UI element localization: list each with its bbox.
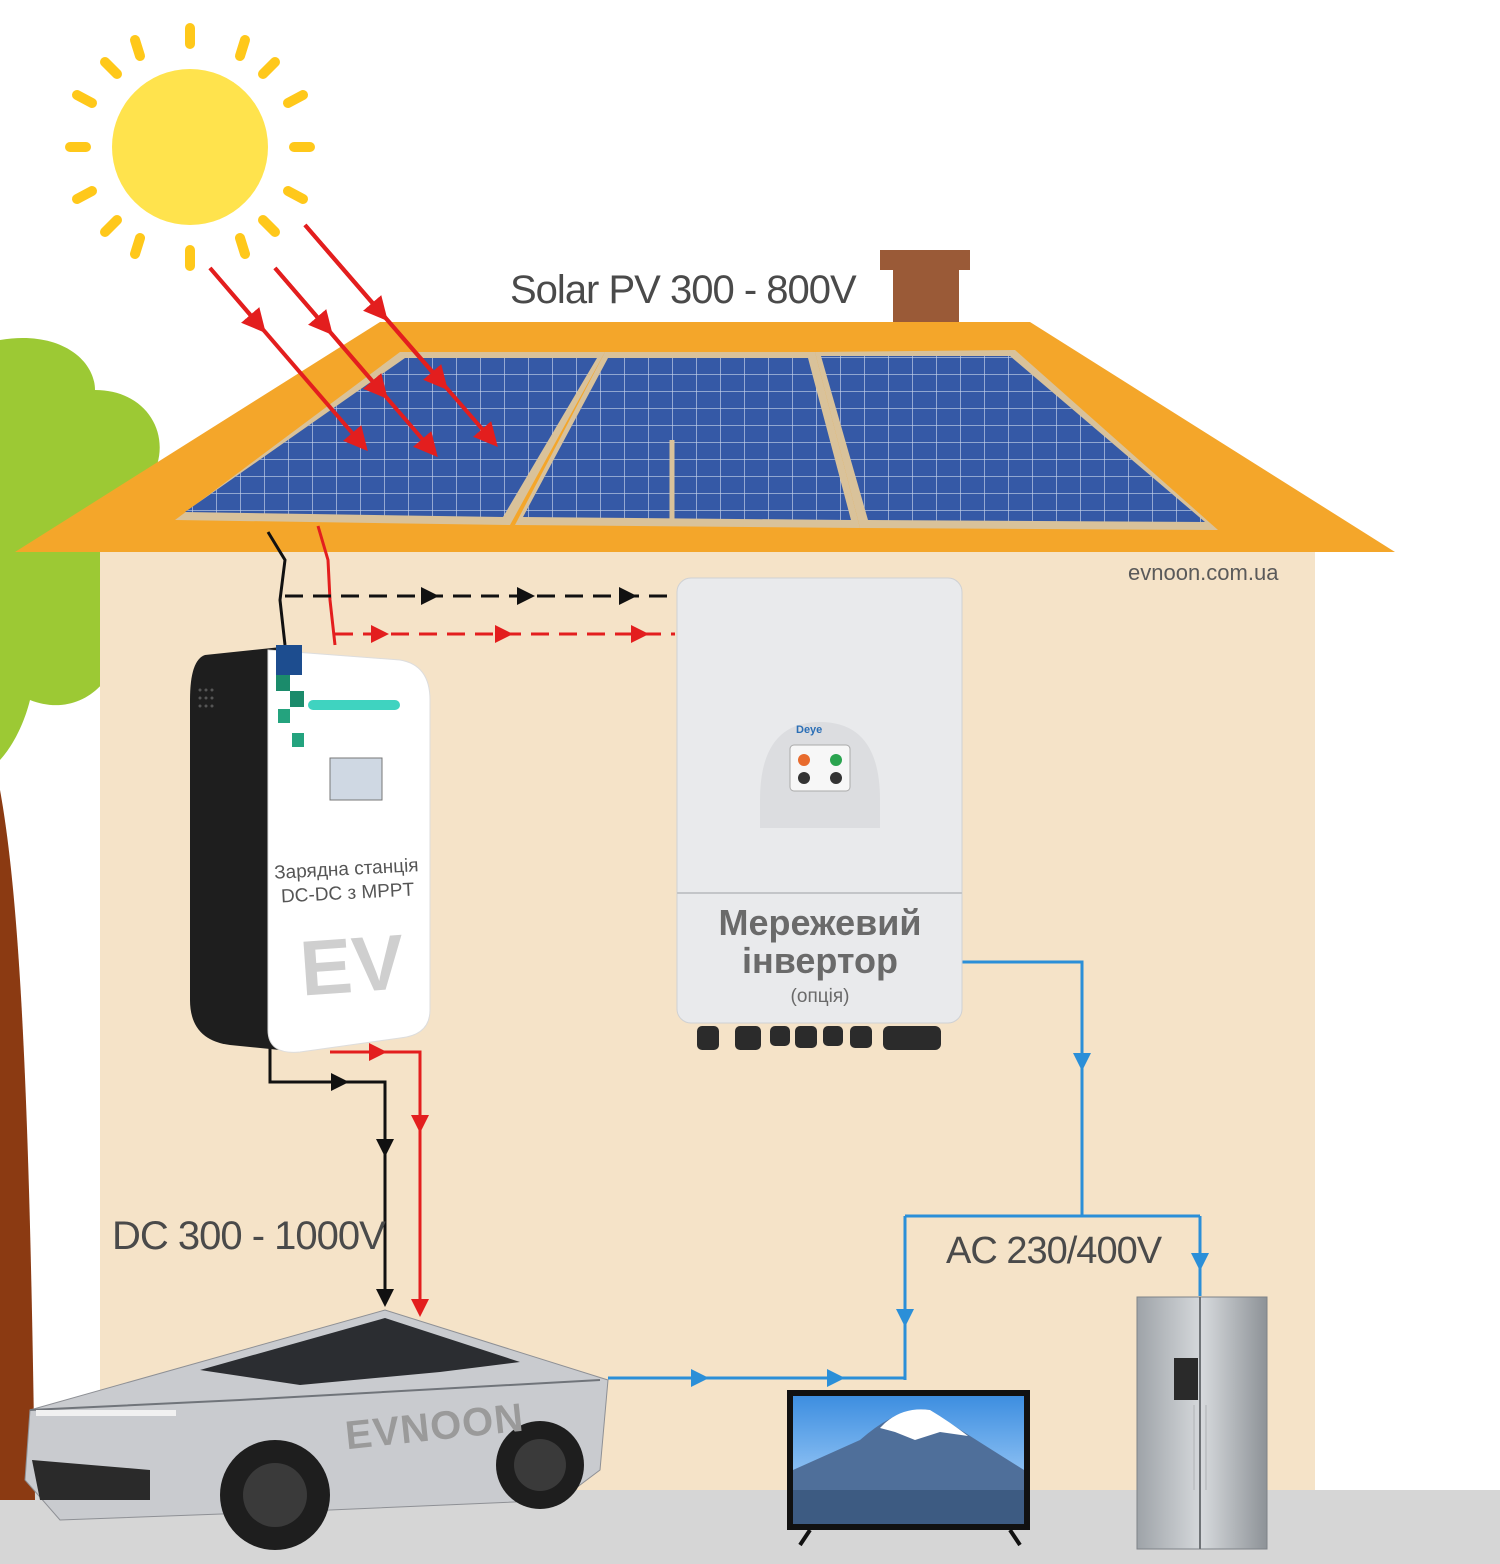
charger-dc-wiring	[268, 1043, 429, 1317]
solar-pv-voltage-label: Solar PV 300 - 800V	[510, 268, 857, 312]
inverter-label-line1: Мережевий	[718, 902, 922, 943]
ac-wiring	[608, 960, 1209, 1387]
ev-charger	[190, 645, 431, 1053]
inverter-label: Мережевий інвертор	[680, 904, 960, 980]
sun-icon	[65, 23, 315, 271]
solar-panels	[175, 350, 1218, 530]
pv-dc-wiring	[266, 525, 675, 646]
television	[787, 1390, 1030, 1547]
website-label: evnoon.com.ua	[1128, 560, 1279, 585]
sun-rays	[208, 223, 498, 458]
refrigerator	[1136, 1296, 1268, 1550]
grid-inverter	[676, 577, 963, 1050]
charger-label: Зарядна станція DC-DC з MPPT	[261, 854, 433, 911]
charger-ev-badge: EV	[297, 917, 407, 1013]
electric-car	[24, 1309, 609, 1550]
chimney	[880, 250, 970, 328]
inverter-brand-logo: Deye	[796, 724, 823, 736]
inverter-label-line2: інвертор	[741, 940, 899, 981]
dc-output-voltage-label: DC 300 - 1000V	[112, 1214, 386, 1258]
inverter-option-note: (опція)	[790, 986, 850, 1007]
ac-output-voltage-label: AC 230/400V	[946, 1230, 1162, 1272]
